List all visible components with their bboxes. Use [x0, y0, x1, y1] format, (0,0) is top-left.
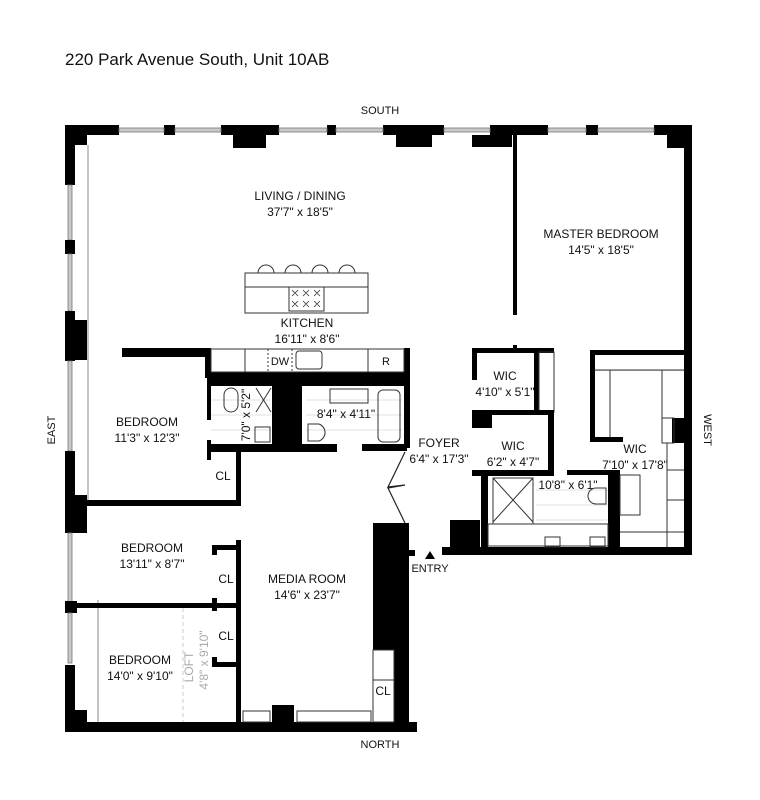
master-bedroom-label: MASTER BEDROOM [543, 227, 658, 241]
kitchen-label: KITCHEN [281, 316, 334, 330]
foyer-label: FOYER [418, 436, 460, 450]
closet-label-1: CL [215, 469, 231, 483]
loft-dim: 4'8" x 9'10" [197, 630, 211, 689]
wic3-label: WIC [623, 442, 647, 456]
bedroom1-label: BEDROOM [116, 415, 178, 429]
living-dining-label: LIVING / DINING [254, 189, 345, 203]
compass-east: EAST [46, 415, 58, 444]
closet-label-4: CL [375, 684, 391, 698]
wic2-dim: 6'2" x 4'7" [487, 455, 539, 469]
wic2-label: WIC [501, 439, 525, 453]
wic1-label: WIC [493, 369, 517, 383]
compass-north: NORTH [361, 739, 400, 751]
interior-walls [72, 135, 686, 728]
bedroom2-label: BEDROOM [121, 541, 183, 555]
compass-west: WEST [701, 414, 713, 446]
bath1-dim: 7'0" x 5'2" [239, 389, 253, 441]
compass-south: SOUTH [361, 105, 400, 117]
kitchen-dim: 16'11" x 8'6" [275, 332, 340, 346]
wic1-dim: 4'10" x 5'1" [475, 385, 534, 399]
entry-arrow-icon [425, 551, 435, 559]
master-bath-dim: 10'8" x 6'1" [538, 478, 597, 492]
loft-label: LOFT [182, 651, 196, 682]
entry-label: ENTRY [411, 563, 449, 575]
bath2-dim: 8'4" x 4'11" [317, 407, 375, 421]
living-dining-dim: 37'7" x 18'5" [267, 205, 333, 219]
closet-label-2: CL [218, 572, 234, 586]
bath-fixtures [211, 387, 609, 548]
dishwasher-label: DW [271, 356, 290, 368]
refrigerator-label: R [382, 356, 390, 368]
exterior-walls [65, 125, 692, 732]
bedroom3-dim: 14'0" x 9'10" [107, 669, 173, 683]
wic3-dim: 7'10" x 17'8" [602, 458, 668, 472]
foyer-dim: 6'4" x 17'3" [409, 452, 468, 466]
master-bedroom-dim: 14'5" x 18'5" [568, 243, 634, 257]
bedroom3-label: BEDROOM [109, 653, 171, 667]
media-room-dim: 14'6" x 23'7" [274, 588, 340, 602]
floorplan-title: 220 Park Avenue South, Unit 10AB [65, 50, 330, 69]
kitchen-fixtures [210, 264, 405, 373]
closet-label-3: CL [218, 629, 234, 643]
bedroom1-dim: 11'3" x 12'3" [115, 431, 180, 445]
bedroom2-dim: 13'11" x 8'7" [120, 557, 185, 571]
media-room-label: MEDIA ROOM [268, 572, 346, 586]
